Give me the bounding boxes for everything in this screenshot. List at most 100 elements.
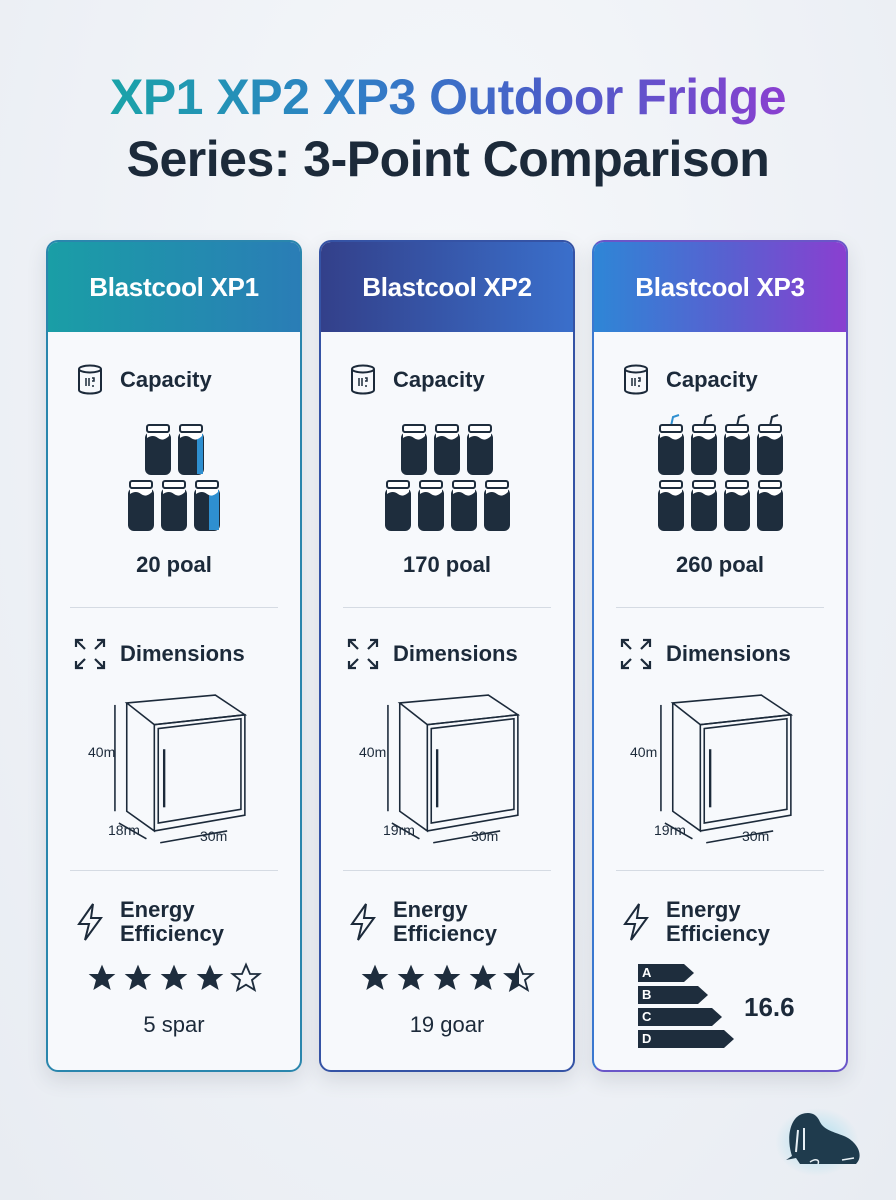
star-filled-icon [469, 964, 497, 990]
capacity-section: Capacity 170 poal [321, 332, 573, 608]
can-icon [723, 480, 750, 531]
can-icon [450, 480, 477, 531]
star-half-icon [503, 962, 535, 993]
card-header: Blastcool XP1 [48, 242, 300, 332]
can-with-straw-icon [657, 414, 684, 475]
can-illustration [594, 414, 846, 532]
can-icon [177, 424, 204, 475]
lightning-bolt-icon [620, 903, 652, 941]
capacity-value: 170 poal [402, 552, 492, 577]
star-filled-icon [88, 964, 116, 990]
capacity-section: Capacity 260 poal [594, 332, 846, 608]
width-label: 30m [200, 828, 228, 844]
can-with-straw-icon [690, 414, 717, 475]
can-icon [467, 424, 493, 475]
star-filled-icon [397, 964, 425, 990]
title-line-2: Series: 3-Point Comparison [126, 131, 770, 187]
can-icon [434, 424, 460, 475]
energy-class-d: D [638, 1030, 734, 1048]
dimensions-heading: Dimensions [74, 638, 245, 670]
capacity-heading: Capacity [620, 364, 758, 396]
can-with-straw-icon [756, 414, 783, 475]
star-filled-icon [361, 964, 389, 990]
card-header: Blastcool XP3 [594, 242, 846, 332]
dimensions-section: Dimensions 40m 19rm 30m [594, 608, 846, 871]
depth-label: 18rm [108, 822, 140, 838]
star-empty-icon [230, 962, 262, 993]
divider [343, 870, 551, 871]
fridge-dimension-diagram [114, 694, 248, 844]
dimensions-label: Dimensions [666, 641, 791, 666]
star-rating [321, 962, 573, 994]
can-icon [194, 480, 220, 531]
height-label: 40m [359, 744, 387, 760]
capacity-value: 20 poal [136, 552, 212, 577]
divider [616, 870, 824, 871]
can-icon [401, 424, 427, 475]
capacity-value: 260 poal [675, 552, 765, 577]
can-icon [161, 480, 187, 531]
card-header: Blastcool XP2 [321, 242, 573, 332]
can-icon [690, 480, 717, 531]
can-illustration [321, 424, 573, 532]
can-icon [128, 480, 154, 531]
expand-arrows-icon [620, 638, 652, 670]
can-icon [756, 480, 783, 531]
divider [70, 607, 278, 608]
energy-label-chart: A B C D [638, 964, 734, 1052]
capacity-label: Capacity [120, 367, 212, 392]
divider [616, 607, 824, 608]
page-title: XP1 XP2 XP3 Outdoor Fridge Series: 3-Poi… [0, 66, 896, 190]
capacity-section: Capacity 20 poal [48, 332, 300, 608]
star-filled-icon [124, 964, 152, 990]
star-filled-icon [160, 964, 188, 990]
product-card-xp3: Blastcool XP3 Capacity 260 poal [592, 240, 848, 1072]
can-with-straw-icon [723, 414, 750, 475]
product-card-xp1: Blastcool XP1 Capacity 20 poal [46, 240, 302, 1072]
dimensions-heading: Dimensions [620, 638, 791, 670]
lightning-bolt-icon [347, 903, 379, 941]
star-rating [48, 962, 300, 994]
depth-label: 19rm [383, 822, 415, 838]
dimensions-label: Dimensions [120, 641, 245, 666]
capacity-heading: Capacity [347, 364, 485, 396]
energy-value: 19 goar [409, 1012, 485, 1037]
expand-arrows-icon [74, 638, 106, 670]
star-filled-icon [196, 964, 224, 990]
energy-class-b: B [638, 986, 708, 1004]
dimensions-section: Dimensions 40m 18rm 30m [48, 608, 300, 871]
capacity-heading: Capacity [74, 364, 212, 396]
expand-arrows-icon [347, 638, 379, 670]
capacity-label: Capacity [393, 367, 485, 392]
height-label: 40m [88, 744, 116, 760]
energy-value: 16.6 [744, 992, 795, 1022]
energy-value: 5 spar [143, 1012, 205, 1037]
divider [70, 870, 278, 871]
width-label: 30m [471, 828, 499, 844]
divider [343, 607, 551, 608]
lightning-bolt-icon [74, 903, 106, 941]
fridge-dimension-diagram [660, 694, 794, 844]
fridge-dimension-diagram [387, 694, 521, 844]
can-icon [657, 480, 684, 531]
can-icon [347, 364, 379, 396]
dimensions-label: Dimensions [393, 641, 518, 666]
energy-class-a: A [638, 964, 694, 982]
star-filled-icon [433, 964, 461, 990]
title-line-1: XP1 XP2 XP3 Outdoor Fridge [110, 66, 787, 128]
can-icon [384, 480, 411, 531]
dimensions-heading: Dimensions [347, 638, 518, 670]
width-label: 30m [742, 828, 770, 844]
walrus-logo [775, 1108, 860, 1176]
can-icon [417, 480, 444, 531]
can-icon [483, 480, 510, 531]
can-icon [144, 424, 171, 475]
depth-label: 19rm [654, 822, 686, 838]
height-label: 40m [630, 744, 658, 760]
